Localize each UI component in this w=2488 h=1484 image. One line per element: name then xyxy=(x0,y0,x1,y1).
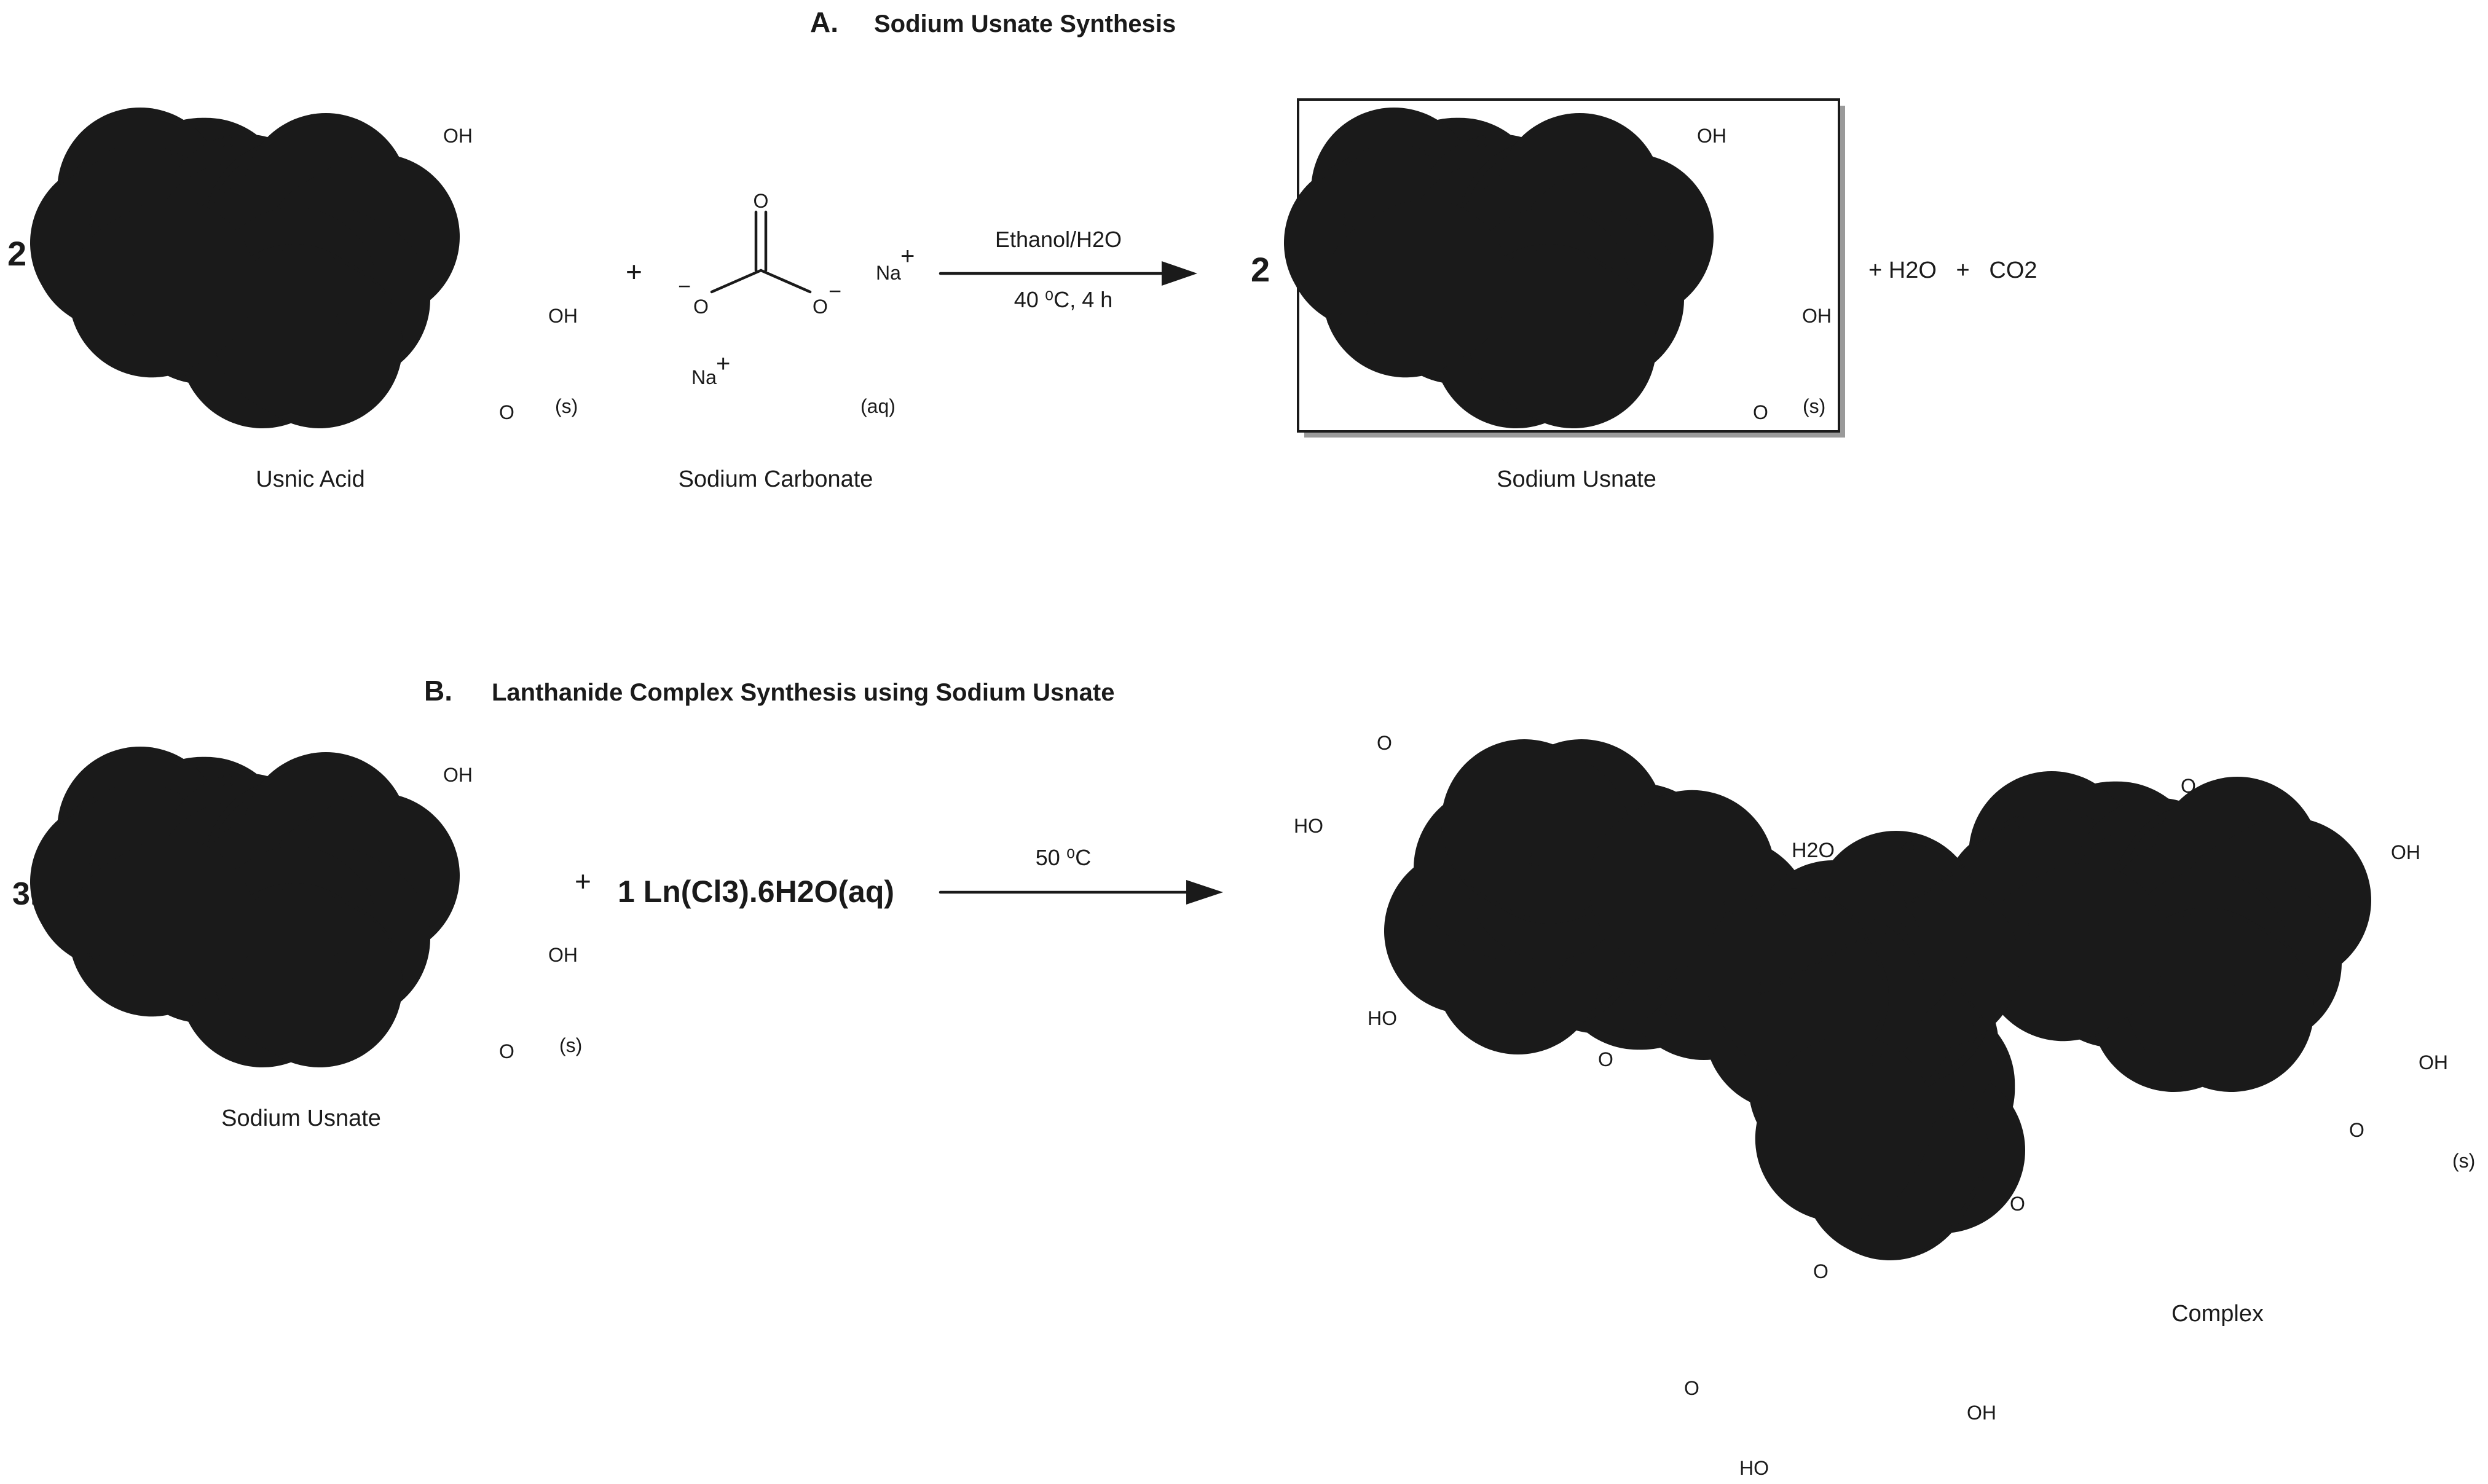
svg-text:O: O xyxy=(499,401,514,423)
svg-text:O: O xyxy=(693,296,709,318)
svg-text:O: O xyxy=(1970,1018,1985,1040)
svg-text:O: O xyxy=(87,210,103,232)
svg-text:O: O xyxy=(334,308,349,330)
label-sodium-usnate-a: Sodium Usnate xyxy=(1497,466,1656,492)
svg-text:Na: Na xyxy=(876,262,901,284)
svg-text:−: − xyxy=(678,273,691,299)
svg-text:OH: OH xyxy=(443,764,473,786)
sodium-carbonate-structure: O O − O − Na + Na + (aq) xyxy=(678,190,915,417)
state-sodium-carbonate: (aq) xyxy=(860,395,896,417)
svg-text:H2O: H2O xyxy=(1792,839,1835,862)
reaction-arrow-a xyxy=(939,261,1197,286)
svg-text:H2O: H2O xyxy=(1884,833,1927,856)
label-complex: Complex xyxy=(2171,1301,2264,1327)
svg-text:−: − xyxy=(829,278,841,304)
svg-text:O: O xyxy=(1598,1048,1613,1070)
svg-text:O: O xyxy=(1363,307,1379,329)
svg-text:O: O xyxy=(1377,732,1392,754)
reaction-arrow-b xyxy=(939,880,1223,905)
svg-text:OH: OH xyxy=(443,125,473,147)
svg-text:O: O xyxy=(754,190,769,212)
section-a-title: Sodium Usnate Synthesis xyxy=(874,10,1176,37)
svg-text:OH: OH xyxy=(548,944,578,966)
plus-a1: + xyxy=(626,256,642,288)
svg-text:+: + xyxy=(1339,284,1352,309)
conditions-a-temp-time: 40 ⁰C, 4 h xyxy=(1014,287,1113,312)
svg-text:OH: OH xyxy=(548,305,578,327)
svg-text:O: O xyxy=(1527,849,1543,871)
svg-text:O: O xyxy=(334,947,349,969)
lanthanide-reagent: 1 Ln(Cl3).6H2O(aq) xyxy=(618,874,894,909)
svg-text:O: O xyxy=(220,769,235,791)
svg-text:O: O xyxy=(2231,978,2246,1000)
svg-text:Na: Na xyxy=(84,948,108,968)
svg-text:O: O xyxy=(1813,1260,1829,1282)
section-a-letter: A. xyxy=(810,6,838,38)
svg-text:Na: Na xyxy=(1326,307,1350,327)
section-b-title: Lanthanide Complex Synthesis using Sodiu… xyxy=(492,679,1115,706)
svg-text:−: − xyxy=(1374,284,1387,309)
svg-text:O: O xyxy=(2010,1193,2025,1215)
coefficient-usnic-acid: 2 xyxy=(7,234,26,273)
svg-text:OH: OH xyxy=(1697,125,1726,147)
svg-text:O: O xyxy=(122,947,137,969)
svg-text:O: O xyxy=(1721,897,1736,919)
plus-b1: + xyxy=(575,865,591,897)
svg-text:OH: OH xyxy=(1967,1402,1996,1424)
state-sodium-usnate: (s) xyxy=(1803,395,1825,417)
svg-text:+: + xyxy=(900,243,915,270)
state-complex: (s) xyxy=(2452,1150,2475,1172)
svg-text:−: − xyxy=(135,923,148,948)
conditions-b-temp: 50 ⁰C xyxy=(1036,845,1091,870)
svg-text:O: O xyxy=(220,130,235,152)
metal-ion: Ln3+ xyxy=(1875,917,1922,940)
svg-text:HO: HO xyxy=(108,308,137,330)
label-sodium-usnate-b: Sodium Usnate xyxy=(221,1105,381,1131)
svg-text:OH: OH xyxy=(2419,1051,2448,1074)
svg-text:O: O xyxy=(499,1040,514,1062)
svg-text:O: O xyxy=(87,849,103,871)
sodium-usnate-structure-b: O OH O Na + − O O OH O (s) xyxy=(84,764,582,1062)
state-usnic-acid: (s) xyxy=(555,395,578,417)
sodium-usnate-structure-a: O OH O Na + − O O OH O (s) xyxy=(1326,125,1832,423)
lanthanide-complex-structure: Ln3+ H2O H2O HO HO O O O O O O O OH O O … xyxy=(1294,732,2475,1479)
svg-text:O: O xyxy=(2181,775,2196,797)
svg-text:+: + xyxy=(98,923,111,948)
svg-text:HO: HO xyxy=(1294,815,1323,837)
svg-text:O: O xyxy=(1684,1377,1699,1399)
svg-text:O: O xyxy=(813,296,828,318)
svg-text:O: O xyxy=(1588,308,1603,330)
svg-text:O: O xyxy=(1757,978,1772,1000)
svg-text:+: + xyxy=(716,350,730,377)
svg-text:OH: OH xyxy=(1802,305,1832,327)
svg-text:Na: Na xyxy=(691,366,717,388)
byproducts-a: + H2O + CO2 xyxy=(1868,257,2037,283)
svg-text:O: O xyxy=(1474,130,1489,152)
section-b-letter: B. xyxy=(424,675,452,707)
svg-text:OH: OH xyxy=(2391,841,2420,863)
svg-text:O: O xyxy=(1868,1048,1884,1070)
svg-text:HO: HO xyxy=(1739,1457,1769,1479)
svg-text:O: O xyxy=(2025,918,2041,940)
svg-text:O: O xyxy=(2349,1119,2364,1141)
state-sodium-usnate-b: (s) xyxy=(559,1034,582,1056)
label-usnic-acid: Usnic Acid xyxy=(256,466,364,492)
svg-text:HO: HO xyxy=(1368,1007,1397,1029)
svg-text:O: O xyxy=(1341,210,1356,232)
conditions-a-solvent: Ethanol/H2O xyxy=(995,227,1122,252)
svg-text:O: O xyxy=(2015,812,2030,834)
label-sodium-carbonate: Sodium Carbonate xyxy=(679,466,873,492)
coefficient-sodium-usnate: 2 xyxy=(1251,250,1270,289)
svg-text:O: O xyxy=(1753,401,1768,423)
usnic-acid-structure: O OH O HO O OH O (s) xyxy=(87,125,578,423)
